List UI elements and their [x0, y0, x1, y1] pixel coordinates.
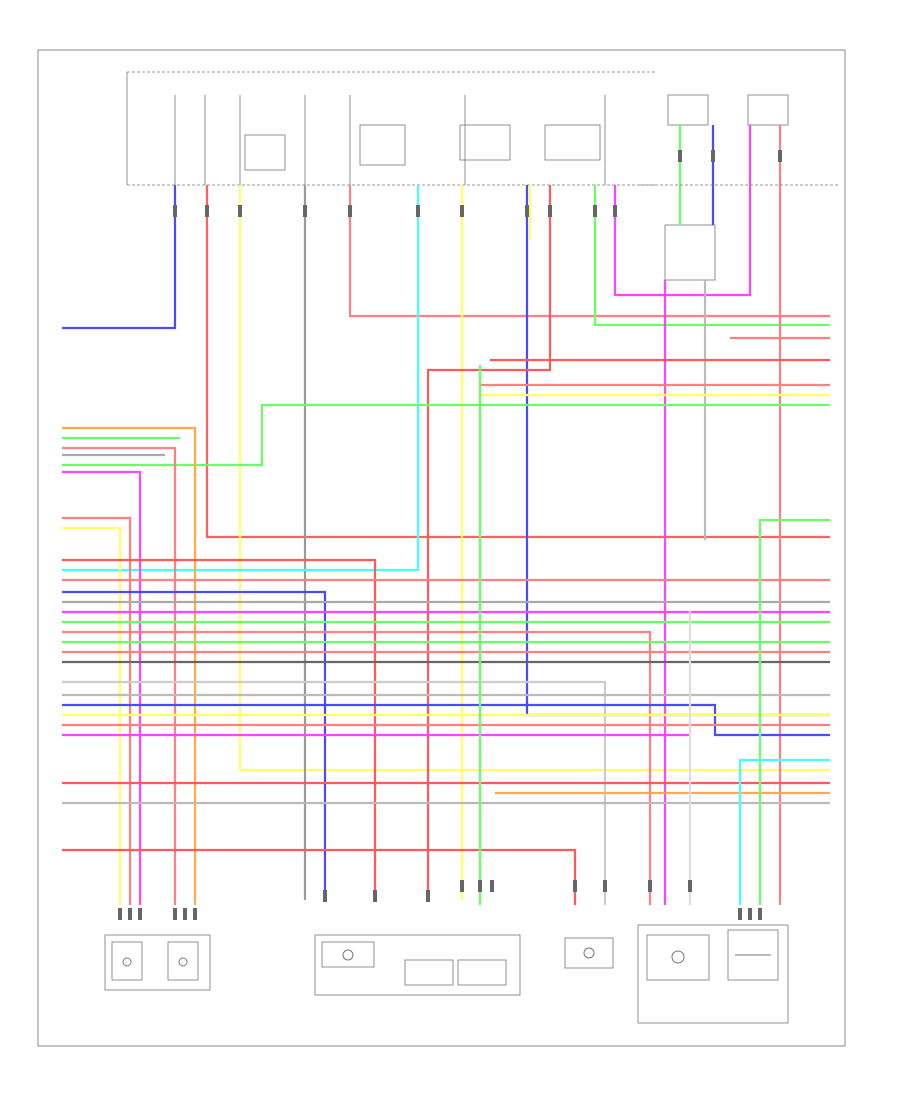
accelerator-pedal-position-sensor [104, 934, 211, 991]
fuse-relay-block [126, 71, 789, 281]
sensor-icon [342, 949, 354, 961]
connector-ticks [118, 150, 782, 920]
wire-red-1 [205, 185, 830, 539]
wire-magenta-1 [613, 125, 752, 297]
wire-pink-8 [62, 630, 652, 905]
throttle-position-sensor [314, 934, 521, 996]
turbo-boost-sensor [637, 924, 789, 1024]
wire-green-7 [758, 518, 830, 905]
wire-gray-5 [62, 680, 607, 905]
wire-blue-4 [62, 590, 327, 900]
wire-magenta-3 [62, 470, 142, 905]
wire-yellow-1 [238, 185, 830, 772]
engine-coolant-temperature-sensor [564, 937, 614, 969]
wire-pink-5 [62, 446, 177, 905]
wires [62, 125, 830, 905]
wire-blue-1 [62, 185, 177, 330]
turbocharger-actuator [727, 929, 779, 981]
wire-orange-1 [62, 426, 197, 905]
wire-red-4 [62, 558, 377, 900]
sensor-icon [583, 947, 595, 959]
sensor-icon [671, 950, 685, 964]
wire-yellow-5 [62, 526, 122, 905]
wire-blue-2 [525, 185, 830, 717]
wire-red-2 [426, 185, 552, 900]
diagram-frame [37, 49, 846, 1047]
sensor-icon [122, 957, 188, 967]
wire-pink-1 [348, 185, 830, 318]
wire-green-3 [62, 403, 830, 467]
wire-cyan-2 [738, 758, 830, 905]
wire-blue-5 [62, 703, 830, 737]
wire-cyan-1 [62, 185, 420, 572]
wire-pink-6 [62, 516, 132, 905]
wire-green-1 [593, 185, 830, 327]
